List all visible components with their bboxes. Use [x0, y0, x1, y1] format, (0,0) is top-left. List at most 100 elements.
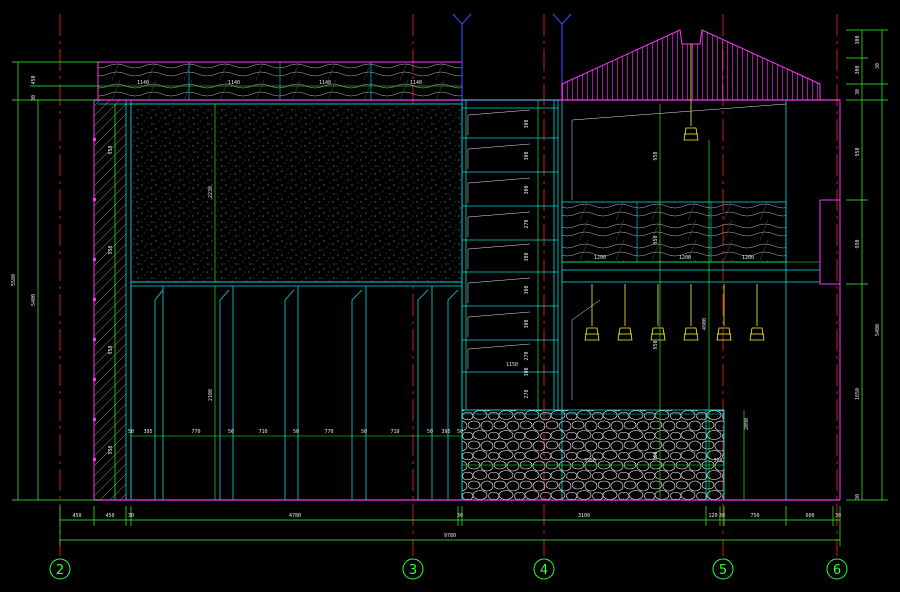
right-dim-top: 300 [855, 35, 861, 44]
bottom-dim-text: 600 [805, 513, 814, 519]
left-dim-segment: 950 [108, 145, 114, 154]
interior-dim-lines [659, 104, 745, 500]
shelf-mark: 270 [524, 219, 530, 228]
left-dim-outer: 5580 [11, 274, 17, 286]
interior-dim-texts: 2230 2100 50 395 770 50 710 50 770 50 71… [128, 119, 754, 464]
axis-label-6: 6 [833, 563, 841, 578]
pendant-lamp [716, 284, 732, 341]
lower-height-dim: 2100 [208, 389, 214, 401]
shelf-mark: 270 [524, 351, 530, 360]
bay-width-dim: 770 [191, 429, 200, 435]
bottom-dim-text: 30 [128, 513, 134, 519]
right-dim-segment: 950 [855, 239, 861, 248]
right-panel-width-dim: 1200 [679, 255, 691, 261]
right-dimension-chain [846, 29, 888, 501]
axis-labels: 2 3 4 5 6 [56, 563, 841, 578]
bay-width-dim: 50 [427, 429, 433, 435]
upper-band-dim: 1140 [319, 80, 331, 86]
speckled-panel [130, 103, 463, 283]
right-height-dim: 950 [653, 151, 659, 160]
axis-bubbles [49, 558, 848, 580]
left-wall [93, 100, 132, 500]
right-dim-top: 300 [855, 65, 861, 74]
bay-width-dim: 710 [390, 429, 399, 435]
bay-width-dim: 770 [324, 429, 333, 435]
bottom-dim-text: 750 [750, 513, 759, 519]
bay-width-dim: 50 [293, 429, 299, 435]
axis-bubble-6 [826, 558, 848, 580]
upper-band-dim: 1140 [137, 80, 149, 86]
left-dim-segment: 30 [31, 95, 37, 101]
bottom-dim-total: 9780 [444, 533, 456, 539]
right-height-dim: 950 [653, 235, 659, 244]
axis-label-2: 2 [56, 563, 64, 578]
bay-width-dim: 50 [361, 429, 367, 435]
column-symbols [452, 13, 572, 100]
right-panel-width-dim: 1200 [594, 255, 606, 261]
pendant-height-dim: 950 [653, 451, 659, 460]
pendant-lamp-top [683, 44, 699, 141]
shelf-width-dim: 1150 [506, 362, 518, 368]
bottom-dim-text: 120 [708, 513, 717, 519]
shelving-unit [461, 99, 559, 411]
right-dim-outer: 5400 [875, 324, 881, 336]
shelf-mark: 300 [524, 319, 530, 328]
bay-width-dim: 395 [143, 429, 152, 435]
pendant-lamp [617, 284, 633, 341]
right-dim-segment: 1650 [855, 388, 861, 400]
left-dimension-chain [12, 61, 116, 501]
bay-width-dim: 710 [258, 429, 267, 435]
shelf-mark: 300 [524, 151, 530, 160]
pendant-lamp [650, 284, 666, 341]
left-dim-segment: 950 [108, 245, 114, 254]
right-height-dim: 950 [653, 340, 659, 349]
bottom-dim-text: 30 [835, 513, 841, 519]
pendant-lamp [749, 284, 765, 341]
bottom-dim-text: 30 [457, 513, 463, 519]
panel-height-dim: 2230 [208, 186, 214, 198]
stone-wall [461, 409, 725, 501]
left-dim-texts: 5580 5400 450 30 950 950 950 950 [11, 75, 114, 454]
pendant-lamps [584, 44, 765, 341]
bay-width-dim: 50 [228, 429, 234, 435]
bottom-dim-texts: 450 450 30 4780 30 3100 120 30 750 600 3… [72, 513, 841, 539]
shelf-mark: 300 [524, 367, 530, 376]
shelf-mark: 300 [524, 185, 530, 194]
upper-wood-band [97, 61, 463, 101]
right-height-dim: 4900 [702, 318, 708, 330]
bay-width-dim: 395 [441, 429, 450, 435]
right-dim-top: 30 [875, 63, 881, 69]
lower-cabinets [130, 281, 463, 501]
bay-width-dim: 50 [457, 429, 463, 435]
right-dim-segment: 950 [855, 147, 861, 156]
axis-label-3: 3 [409, 563, 417, 578]
pendant-lamp [683, 284, 699, 341]
pendant-lamp [584, 284, 600, 341]
upper-band-dim: 1140 [410, 80, 422, 86]
bottom-dim-text: 3100 [578, 513, 590, 519]
axis-bubble-2 [49, 558, 71, 580]
bottom-dim-text: 4780 [289, 513, 301, 519]
right-dim-segment: 30 [855, 494, 861, 500]
shelf-mark: 300 [524, 252, 530, 261]
axis-bubble-4 [533, 558, 555, 580]
stone-wall-side-dim: 300 [713, 458, 722, 464]
shelf-mark: 300 [524, 119, 530, 128]
left-dim-segment: 950 [108, 445, 114, 454]
stone-wall-width-dim: 3950 [584, 458, 596, 464]
right-dim-top: 30 [855, 89, 861, 95]
shelf-mark: 300 [524, 285, 530, 294]
axis-label-5: 5 [719, 563, 727, 578]
left-dim-inner: 5400 [31, 294, 37, 306]
bottom-dim-text: 450 [72, 513, 81, 519]
right-panel-width-dim: 1200 [742, 255, 754, 261]
bay-width-dim: 50 [128, 429, 134, 435]
stone-wall-height-dim: 2090 [744, 418, 750, 430]
right-outline [819, 99, 841, 500]
left-dim-segment: 450 [31, 75, 37, 84]
axis-bubble-3 [402, 558, 424, 580]
right-area [561, 100, 821, 500]
left-dim-segment: 950 [108, 345, 114, 354]
